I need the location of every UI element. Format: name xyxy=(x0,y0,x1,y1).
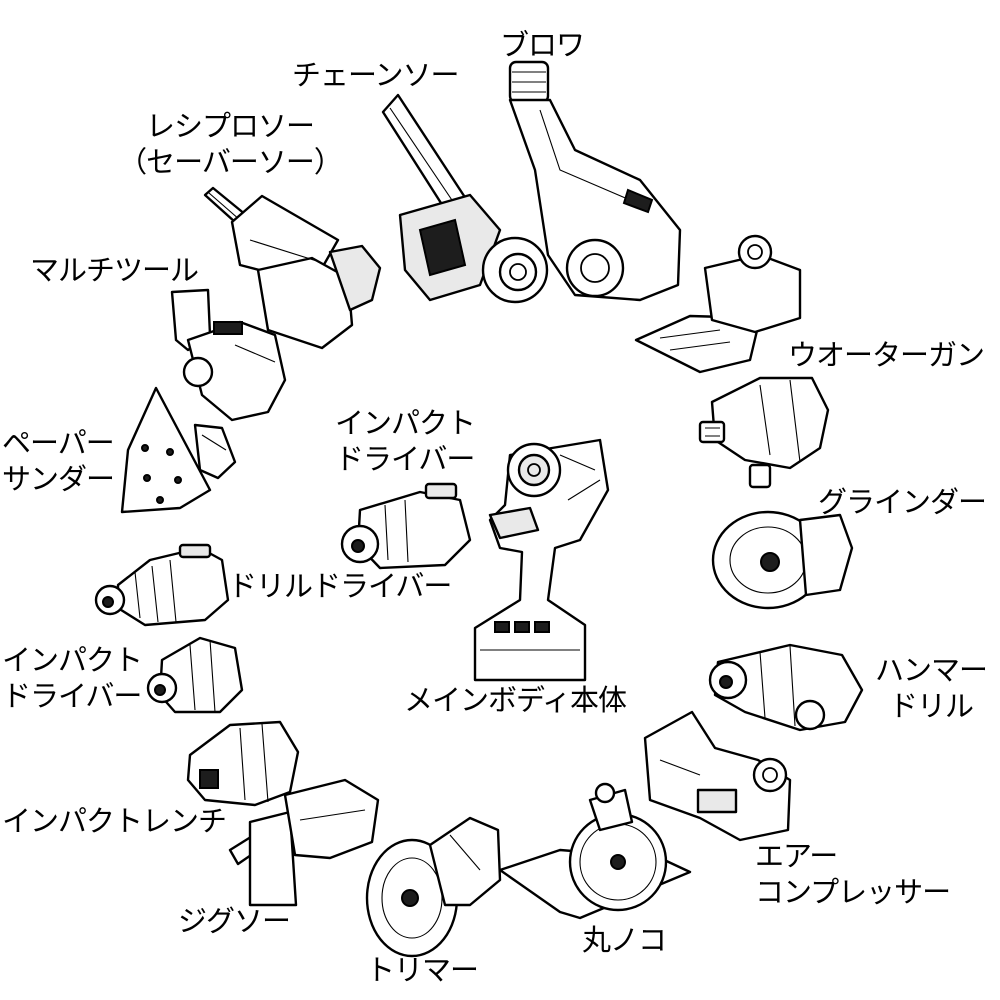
main-body-illustration xyxy=(473,438,610,682)
label-multi-tool: マルチツール xyxy=(30,253,199,287)
jigsaw-illustration xyxy=(228,778,380,907)
label-air-compressor: エアー コンプレッサー xyxy=(755,839,951,909)
impact-wrench-illustration xyxy=(186,720,300,807)
grinder-illustration xyxy=(711,510,854,610)
label-impact-driver-center: インパクト ドライバー xyxy=(335,406,476,476)
label-jigsaw: ジグソー xyxy=(178,904,291,938)
drill-driver-illustration xyxy=(94,543,230,627)
label-impact-driver-left: インパクト ドライバー xyxy=(2,643,143,713)
label-impact-wrench: インパクトレンチ xyxy=(2,804,227,838)
label-water-gun: ウオーターガン xyxy=(788,338,985,372)
label-blower: ブロワ xyxy=(500,28,585,62)
hammer-drill-illustration xyxy=(708,643,864,732)
multi-tool-illustration xyxy=(170,288,287,422)
reciprocating-saw-illustration xyxy=(203,186,382,350)
chainsaw-illustration xyxy=(381,93,549,304)
blower-illustration xyxy=(508,60,682,302)
label-paper-sander: ペーパー サンダー xyxy=(2,426,115,496)
label-circular-saw: 丸ノコ xyxy=(582,923,667,957)
label-reciprocating-saw: レシプロソー （セーバーソー） xyxy=(118,109,343,179)
label-grinder: グラインダー xyxy=(818,485,987,519)
water-gun-illustration xyxy=(698,376,830,489)
ladder-base-illustration xyxy=(634,234,802,374)
label-chainsaw: チェーンソー xyxy=(292,58,460,92)
impact-driver-center-illustration xyxy=(340,482,472,570)
label-trimmer: トリマー xyxy=(366,953,479,987)
air-compressor-illustration xyxy=(643,710,792,842)
label-drill-driver: ドリルドライバー xyxy=(228,569,452,603)
label-hammer-drill: ハンマー ドリル xyxy=(874,653,988,723)
paper-sander-illustration xyxy=(120,386,237,514)
label-main-body: メインボディ本体 xyxy=(404,683,627,717)
impact-driver-left-illustration xyxy=(146,636,244,714)
circular-saw-illustration xyxy=(498,782,692,920)
trimmer-illustration xyxy=(365,816,502,958)
